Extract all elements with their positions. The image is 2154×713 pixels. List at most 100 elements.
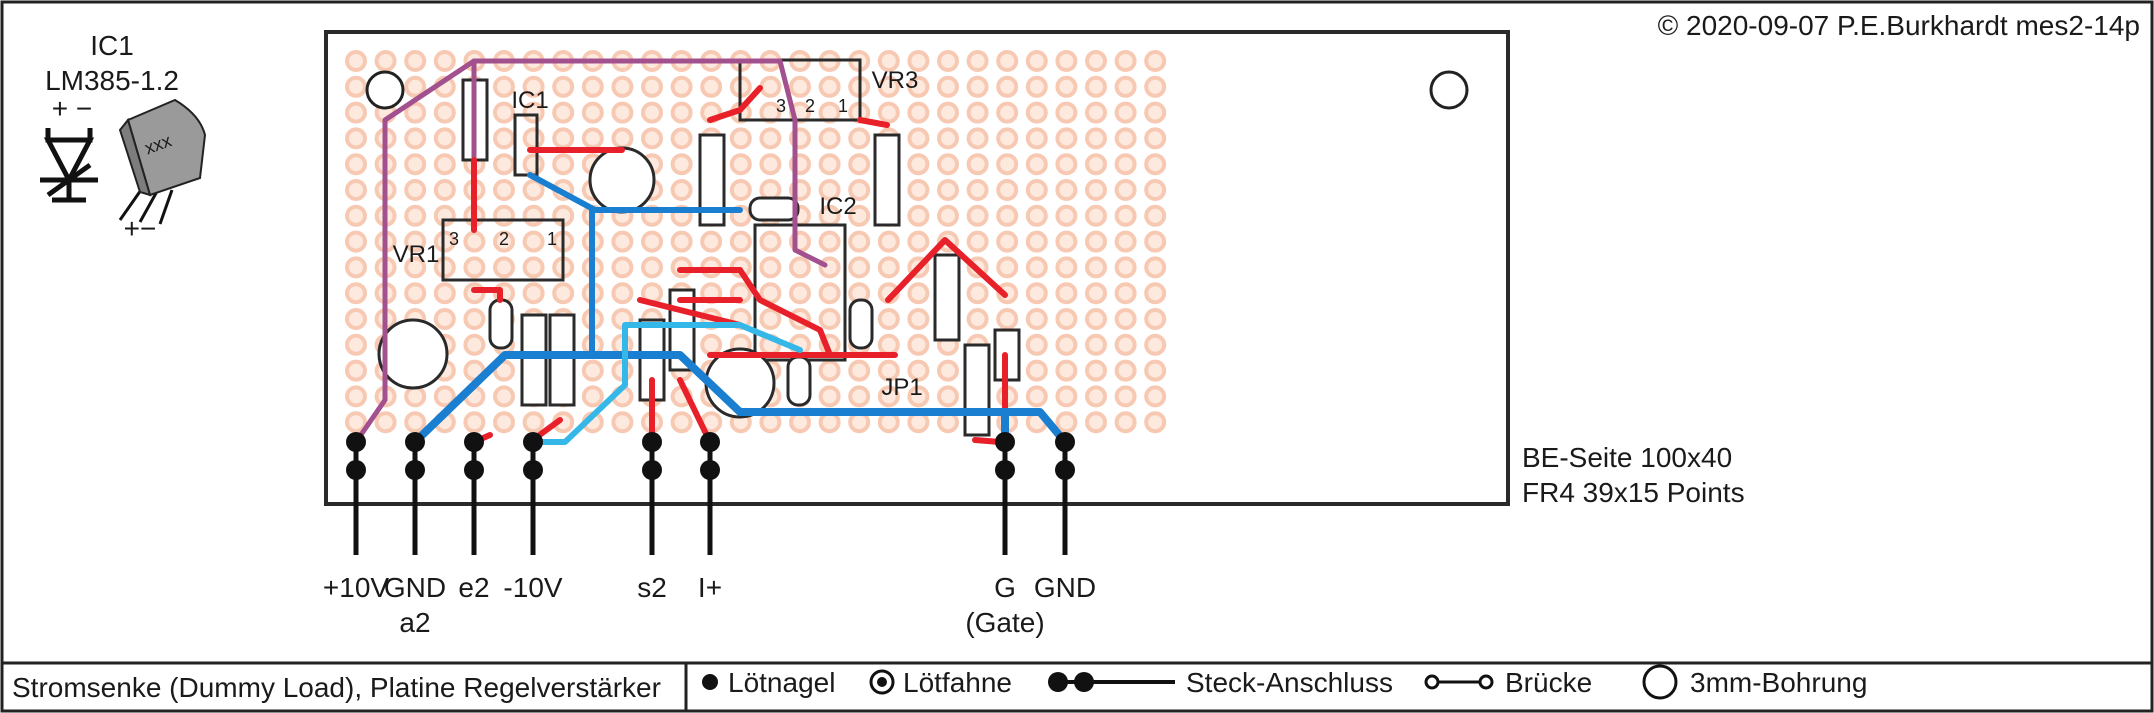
- pad: [670, 153, 693, 176]
- pad: [759, 127, 782, 150]
- pad: [1085, 204, 1107, 227]
- pad: [433, 204, 456, 227]
- pad: [404, 127, 427, 150]
- vr3-outline: [738, 58, 862, 122]
- pad: [581, 75, 604, 98]
- pad: [818, 75, 841, 98]
- pad: [759, 308, 782, 330]
- terminal-pin-dot: [405, 432, 425, 452]
- terminal-label: e2: [458, 572, 489, 603]
- pad: [996, 101, 1019, 124]
- pad: [1144, 308, 1167, 330]
- pad: [907, 153, 930, 176]
- pad: [1085, 101, 1107, 124]
- legend-bruecke: Brücke: [1505, 667, 1592, 698]
- wires: [353, 58, 1069, 446]
- pad: [907, 282, 930, 305]
- pad: [522, 204, 545, 227]
- resistor-r5: [548, 313, 576, 407]
- pad: [611, 282, 634, 305]
- elko-c1: [588, 146, 656, 214]
- pad: [345, 385, 367, 408]
- pad: [907, 333, 930, 356]
- pad: [907, 230, 930, 253]
- pad: [433, 385, 456, 408]
- pad: [789, 256, 811, 279]
- pad: [522, 75, 545, 98]
- pad: [1144, 282, 1167, 305]
- vr3-pin2: 2: [805, 96, 815, 116]
- pad: [848, 385, 871, 408]
- terminal-label: GND: [384, 572, 446, 603]
- terminal-pin-dot: [1055, 432, 1075, 452]
- pad: [433, 308, 456, 330]
- pad: [522, 411, 545, 434]
- pad: [937, 50, 959, 72]
- pad: [848, 179, 871, 201]
- legend: Lötnagel Lötfahne Steck-Anschluss Brücke…: [702, 664, 1867, 700]
- pad: [1025, 256, 1048, 279]
- pad: [522, 153, 545, 176]
- cap-c4: [488, 298, 514, 350]
- zener-symbol-icon: [40, 128, 98, 203]
- pad: [966, 230, 989, 253]
- pad: [345, 411, 367, 434]
- pad: [700, 333, 723, 356]
- pad: [433, 153, 456, 176]
- pad: [729, 127, 752, 150]
- pad: [1114, 282, 1137, 305]
- pad: [966, 308, 989, 330]
- pad: [1055, 50, 1078, 72]
- pad: [818, 230, 841, 253]
- pad: [937, 75, 959, 98]
- pad: [907, 204, 930, 227]
- pad: [404, 411, 427, 434]
- terminal-label: +10V: [323, 572, 389, 603]
- pad: [1025, 359, 1048, 382]
- pad: [907, 50, 930, 72]
- pad: [1085, 282, 1107, 305]
- pad: [404, 256, 427, 279]
- ic1-pol-top: + −: [52, 93, 92, 124]
- pad: [493, 127, 515, 150]
- vr1-outline: [441, 218, 565, 282]
- pad: [877, 75, 900, 98]
- pad: [1114, 333, 1137, 356]
- pad: [877, 230, 900, 253]
- pad: [404, 179, 427, 201]
- pad: [1025, 308, 1048, 330]
- pad: [345, 153, 367, 176]
- pad: [937, 101, 959, 124]
- pad: [1055, 179, 1078, 201]
- pad: [848, 230, 871, 253]
- pad: [877, 333, 900, 356]
- pad: [433, 282, 456, 305]
- pad: [641, 101, 663, 124]
- pad: [877, 385, 900, 408]
- pad: [1055, 385, 1078, 408]
- pad: [345, 333, 367, 356]
- terminal-pin-dot: [523, 460, 543, 480]
- terminal-label: I+: [698, 572, 722, 603]
- terminal-2: e2: [458, 432, 490, 603]
- pad: [937, 204, 959, 227]
- pad: [463, 230, 486, 253]
- pad: [818, 359, 841, 382]
- pad: [996, 127, 1019, 150]
- pad: [552, 101, 575, 124]
- pad: [996, 50, 1019, 72]
- pad: [581, 385, 604, 408]
- ic1-info: IC1 LM385-1.2 + − xxx +−: [40, 30, 207, 244]
- pad: [848, 127, 871, 150]
- legend-bohrung: 3mm-Bohrung: [1690, 667, 1867, 698]
- terminal-7: GND: [1034, 432, 1096, 603]
- copyright-text: © 2020-09-07 P.E.Burkhardt mes2-14p: [1658, 10, 2140, 41]
- terminal-label: s2: [637, 572, 667, 603]
- pad: [1055, 75, 1078, 98]
- pad: [433, 50, 456, 72]
- pad: [966, 50, 989, 72]
- pad: [907, 127, 930, 150]
